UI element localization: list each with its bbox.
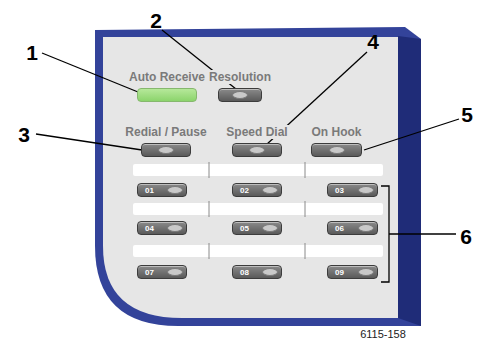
button-indicator	[329, 146, 345, 154]
button-indicator	[358, 186, 374, 194]
divider	[209, 201, 210, 217]
button-indicator	[358, 224, 374, 232]
button-indicator	[358, 268, 374, 276]
label-strip	[133, 203, 383, 215]
panel-face	[103, 37, 398, 318]
bracket	[381, 186, 389, 282]
panel-button: On Hook	[311, 143, 362, 157]
speed-dial-key: 09	[327, 265, 378, 279]
speed-dial-key: 01	[137, 183, 187, 197]
speed-dial-key: 02	[232, 183, 282, 197]
button-label: Redial / Pause	[123, 125, 208, 139]
button-indicator	[167, 268, 183, 276]
key-number: 05	[240, 224, 249, 233]
leader-line	[42, 53, 138, 92]
panel-button: Resolution	[218, 88, 262, 102]
label-strip	[133, 245, 383, 257]
key-number: 09	[335, 268, 344, 277]
speed-dial-key: 03	[327, 183, 378, 197]
label-strip	[133, 164, 383, 176]
button-indicator	[158, 146, 174, 154]
divider	[209, 162, 210, 178]
leader-line	[389, 233, 456, 234]
key-number: 03	[335, 186, 344, 195]
callout-number: 2	[150, 10, 162, 31]
divider	[305, 243, 306, 259]
label-strips	[133, 164, 383, 257]
button-indicator	[262, 186, 278, 194]
key-number: 02	[240, 186, 249, 195]
callout-number: 6	[460, 226, 472, 247]
key-number: 07	[145, 268, 154, 277]
leader-line	[364, 119, 459, 150]
speed-dial-key: 07	[137, 265, 187, 279]
button-label: On Hook	[310, 125, 364, 139]
button-label: Auto Receive	[127, 70, 207, 84]
divider	[305, 201, 306, 217]
key-number: 01	[145, 186, 154, 195]
speed-dial-key: 08	[232, 265, 282, 279]
divider	[209, 243, 210, 259]
panel-button: Speed Dial	[232, 143, 282, 157]
key-number: 04	[145, 224, 154, 233]
panel-border	[95, 27, 421, 326]
button-indicator	[262, 224, 278, 232]
panel-button: Auto Receive	[137, 88, 197, 102]
button-indicator	[167, 224, 183, 232]
button-indicator	[167, 186, 183, 194]
speed-dial-key: 04	[137, 221, 187, 235]
figure-code: 6115-158	[360, 329, 406, 340]
button-label: Speed Dial	[224, 125, 289, 139]
divider	[305, 162, 306, 178]
button-label: Resolution	[207, 70, 273, 84]
button-indicator	[262, 268, 278, 276]
button-indicator	[232, 91, 248, 99]
strip-dividers	[209, 162, 305, 259]
panel-side	[398, 36, 421, 326]
speed-dial-key: 06	[327, 221, 378, 235]
callout-number: 1	[26, 42, 38, 63]
panel-button: Redial / Pause	[141, 143, 191, 157]
button-indicator	[249, 146, 265, 154]
key-number: 06	[335, 224, 344, 233]
callout-number: 4	[367, 31, 379, 52]
key-number: 08	[240, 268, 249, 277]
callout-number: 5	[461, 104, 473, 125]
speed-dial-key: 05	[232, 221, 282, 235]
callout-number: 3	[18, 124, 30, 145]
